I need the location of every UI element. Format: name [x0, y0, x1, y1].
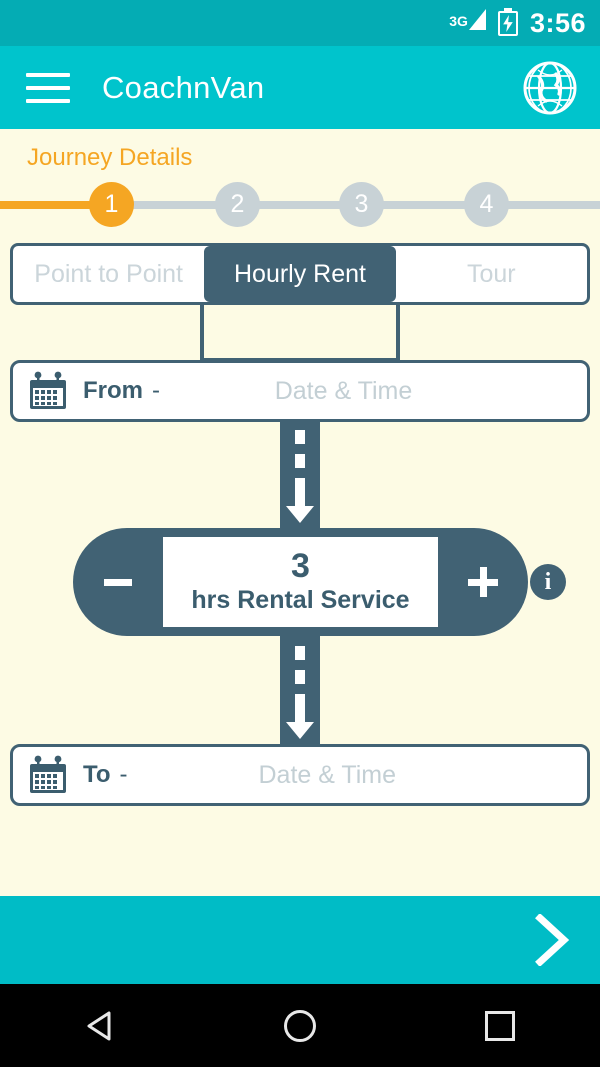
chevron-right-icon [532, 913, 574, 967]
back-triangle-icon[interactable] [70, 996, 130, 1056]
arrow-down-icon [283, 706, 317, 740]
status-bar: 3G 3:56 [0, 0, 600, 46]
from-value: Date & Time [274, 376, 413, 405]
hamburger-menu-icon[interactable] [26, 72, 70, 103]
step-indicator: 1 2 3 4 [0, 182, 600, 227]
signal-bars-icon: 3G [449, 9, 486, 37]
step-dot-4[interactable]: 4 [464, 182, 509, 227]
info-icon[interactable]: i [530, 564, 566, 600]
connector-from-to-hours [280, 420, 320, 530]
to-value: Date & Time [258, 760, 397, 789]
step-dot-1[interactable]: 1 [89, 182, 134, 227]
to-separator: - [119, 761, 128, 788]
hours-value-box[interactable]: 3 hrs Rental Service [163, 537, 438, 627]
tab-tour[interactable]: Tour [467, 259, 516, 288]
to-date-field[interactable]: To - Date & Time [10, 744, 590, 806]
minus-icon [104, 578, 132, 586]
to-label: To [83, 761, 111, 788]
android-nav-bar [0, 984, 600, 1067]
network-type-label: 3G [449, 13, 468, 29]
status-bar-clock: 3:56 [529, 7, 586, 38]
app-bar: CoachnVan [0, 46, 600, 129]
battery-charging-icon [497, 8, 518, 36]
step-dot-3[interactable]: 3 [339, 182, 384, 227]
from-label: From [83, 377, 143, 404]
arrow-down-icon [283, 490, 317, 524]
hours-value: 3 [291, 547, 310, 586]
tab-divider-right [396, 305, 400, 362]
recents-square-icon[interactable] [470, 996, 530, 1056]
tab-point-to-point[interactable]: Point to Point [34, 259, 184, 288]
dashed-line-icon [295, 646, 305, 708]
step-dot-2[interactable]: 2 [215, 182, 260, 227]
decrement-hours-button[interactable] [73, 528, 163, 636]
app-title: CoachnVan [102, 69, 265, 105]
tab-divider-left [200, 305, 204, 362]
increment-hours-button[interactable] [438, 528, 528, 636]
plus-icon [468, 567, 498, 597]
home-circle-icon[interactable] [270, 996, 330, 1056]
connector-hours-to-to [280, 636, 320, 746]
calendar-icon [27, 755, 69, 795]
trip-type-tabs: Point to Point Hourly Rent Tour [10, 243, 590, 305]
dashed-line-icon [295, 430, 305, 492]
calendar-icon [27, 371, 69, 411]
section-title: Journey Details [27, 144, 193, 171]
hours-stepper: 3 hrs Rental Service [73, 528, 528, 636]
globe-icon[interactable] [522, 60, 578, 116]
next-button[interactable] [0, 896, 600, 984]
hours-unit-label: hrs Rental Service [191, 585, 410, 614]
from-separator: - [152, 377, 160, 404]
step-track-completed [0, 201, 112, 209]
signal-triangle-icon [468, 9, 486, 30]
from-date-field[interactable]: From - Date & Time [10, 360, 590, 422]
tab-hourly-rent[interactable]: Hourly Rent [204, 246, 396, 302]
